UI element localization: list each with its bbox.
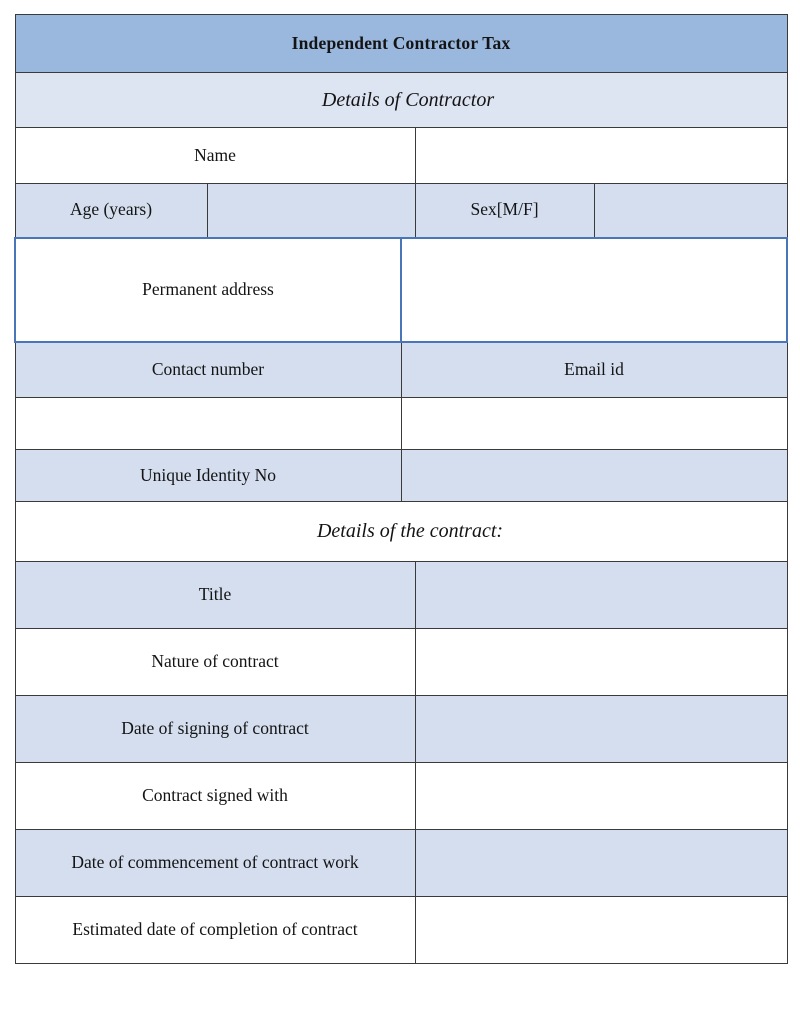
name-row: Name [14, 127, 788, 184]
contract-row-label-date-of-signing: Date of signing of contract [14, 695, 416, 763]
title-row: Independent Contractor Tax [14, 14, 788, 73]
contract-row-label-date-of-commencement: Date of commencement of contract work [14, 829, 416, 897]
contract-row-value-date-of-commencement[interactable] [414, 829, 788, 897]
age-label: Age (years) [14, 183, 208, 238]
contract-row-value-nature-of-contract[interactable] [414, 628, 788, 696]
table-row: Contract signed with [14, 762, 788, 830]
contract-row-label-contract-signed-with: Contract signed with [14, 762, 416, 830]
sex-value[interactable] [593, 183, 788, 238]
permanent-address-value[interactable] [399, 236, 789, 343]
name-value[interactable] [414, 127, 788, 184]
contractor-section-row: Details of Contractor [14, 72, 788, 128]
unique-identity-row: Unique Identity No [14, 449, 788, 502]
table-row: Estimated date of completion of contract [14, 896, 788, 964]
table-row: Date of commencement of contract work [14, 829, 788, 897]
contract-row-label-nature-of-contract: Nature of contract [14, 628, 416, 696]
contract-row-label-title: Title [14, 561, 416, 629]
contract-row-value-title[interactable] [414, 561, 788, 629]
contact-email-label-row: Contact number Email id [14, 341, 788, 398]
name-label: Name [14, 127, 416, 184]
contract-section-heading: Details of the contract: [316, 520, 504, 542]
contract-row-value-contract-signed-with[interactable] [414, 762, 788, 830]
contract-row-label-estimated-completion: Estimated date of completion of contract [14, 896, 416, 964]
unique-identity-label: Unique Identity No [14, 449, 402, 502]
contact-number-label: Contact number [14, 341, 402, 398]
permanent-address-label-text: Permanent address [142, 278, 274, 299]
contract-row-value-estimated-completion[interactable] [414, 896, 788, 964]
sex-label: Sex[M/F] [414, 183, 595, 238]
email-id-label: Email id [400, 341, 788, 398]
independent-contractor-tax-form: Independent Contractor Tax Details of Co… [14, 14, 789, 964]
contact-number-value[interactable] [14, 397, 402, 450]
page-title: Independent Contractor Tax [14, 14, 788, 73]
unique-identity-value[interactable] [400, 449, 788, 502]
contract-section-row: Details of the contract: [14, 501, 788, 562]
contractor-section-band: Details of Contractor [14, 72, 788, 128]
permanent-address-label: Permanent address [14, 236, 402, 343]
table-row: Nature of contract [14, 628, 788, 696]
contact-email-value-row [14, 397, 788, 450]
email-id-value[interactable] [400, 397, 788, 450]
table-row: Title [14, 561, 788, 629]
contractor-section-heading: Details of Contractor [321, 88, 495, 111]
contract-row-value-date-of-signing[interactable] [414, 695, 788, 763]
age-value[interactable] [206, 183, 416, 238]
table-row: Date of signing of contract [14, 695, 788, 763]
age-sex-row: Age (years) Sex[M/F] [14, 183, 788, 238]
permanent-address-row: Permanent address [14, 236, 789, 343]
contract-section-band: Details of the contract: [14, 501, 788, 562]
